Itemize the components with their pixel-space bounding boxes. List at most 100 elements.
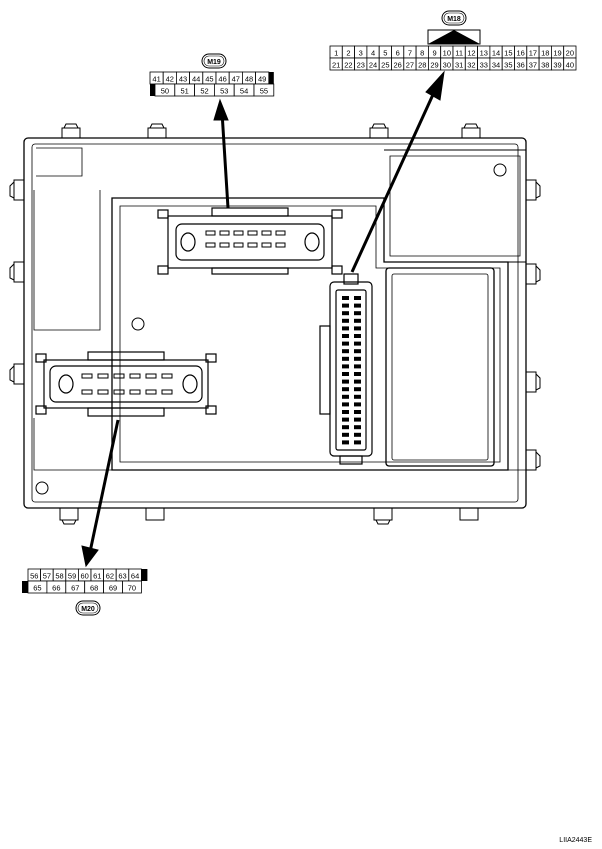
- m20-row1-cell: 58: [52, 568, 67, 582]
- m20-row1-cell: 57: [40, 568, 54, 582]
- pin-number: 36: [516, 60, 524, 69]
- m18-row1-cell: 12: [464, 45, 478, 59]
- m20-cavity: [129, 389, 141, 395]
- m20-cavity: [81, 389, 93, 395]
- m18-row2-cell: 30: [440, 57, 454, 71]
- pin-number: 18: [541, 48, 549, 57]
- pin-number: 26: [393, 60, 401, 69]
- m18-cavity: [354, 341, 361, 346]
- m18-cavity: [354, 303, 361, 308]
- m18-row2-cell: 24: [366, 57, 380, 71]
- pin-number: 55: [260, 86, 268, 95]
- m18-row1-cell: 1: [329, 45, 343, 59]
- m19-label-text: M19: [207, 59, 221, 66]
- m18-row1-cell: 14: [489, 45, 503, 59]
- pin-number: 41: [152, 74, 160, 83]
- m18-row2-cell: 25: [378, 57, 392, 71]
- m18-cavity: [354, 311, 361, 316]
- m19-cavity: [205, 230, 216, 236]
- pin-number: 60: [81, 571, 89, 580]
- pin-number: 25: [381, 60, 389, 69]
- m20-row1-cell: 61: [90, 568, 105, 582]
- m20-cavity: [161, 389, 173, 395]
- m19-row1-cell: 44: [189, 71, 204, 85]
- m18-row1-cell: 8: [415, 45, 429, 59]
- m18-cavity: [354, 296, 361, 300]
- m18-row2-cell: 21: [329, 57, 343, 71]
- pin-number: 5: [383, 48, 387, 57]
- m19-row1-cell: 47: [228, 71, 243, 85]
- m18-cavity: [342, 402, 349, 407]
- m18-cavity: [354, 394, 361, 399]
- m18-cavity: [342, 349, 349, 354]
- m20-row2-cell: 67: [65, 580, 86, 594]
- m19-row1-cell: 41: [149, 71, 164, 85]
- m18-cavity: [354, 326, 361, 331]
- pin-number: 68: [90, 583, 98, 592]
- m20-row1-filler: [141, 569, 148, 581]
- m18-cavity: [342, 379, 349, 384]
- m18-cavity: [342, 356, 349, 361]
- m19-row1-cell: 45: [202, 71, 217, 85]
- m18-cavity: [354, 356, 361, 361]
- m18-arrowhead: [425, 70, 445, 101]
- pin-number: 2: [346, 48, 350, 57]
- m18-cavity: [342, 296, 349, 300]
- m20-cavity: [161, 373, 173, 379]
- m18-cavity: [354, 402, 361, 407]
- m20-row2-cell: 66: [46, 580, 67, 594]
- m18-row1-cell: 11: [452, 45, 466, 59]
- pin-number: 49: [258, 74, 266, 83]
- pin-number: 65: [33, 583, 41, 592]
- m18-row2-cell: 37: [526, 57, 540, 71]
- m18-cavity: [354, 334, 361, 338]
- m19-row2-cell: 54: [233, 83, 255, 97]
- pin-number: 30: [443, 60, 451, 69]
- m20-row1-cell: 63: [115, 568, 130, 582]
- pin-number: 29: [430, 60, 438, 69]
- m18-row1-cell: 18: [538, 45, 552, 59]
- m20-row2-cell: 69: [103, 580, 123, 594]
- pin-number: 17: [529, 48, 537, 57]
- m18-row1-cell: 7: [403, 45, 417, 59]
- m20-row1-cell: 60: [78, 568, 92, 582]
- pin-number: 64: [131, 571, 139, 580]
- m18-cavity: [342, 425, 349, 430]
- pin-number: 45: [205, 74, 213, 83]
- m19-cavity: [275, 242, 286, 248]
- pin-number: 15: [504, 48, 512, 57]
- pin-number: 35: [504, 60, 512, 69]
- m20-row2-cell: 68: [84, 580, 104, 594]
- pin-number: 27: [406, 60, 414, 69]
- pin-number: 32: [467, 60, 475, 69]
- pin-number: 43: [179, 74, 187, 83]
- pin-number: 50: [161, 86, 169, 95]
- pin-number: 23: [357, 60, 365, 69]
- pin-number: 67: [71, 583, 79, 592]
- pin-number: 53: [220, 86, 228, 95]
- m18-row2-cell: 33: [477, 57, 491, 71]
- m20-row1-cell: 64: [128, 568, 142, 582]
- pin-number: 22: [344, 60, 352, 69]
- m20-label-text: M20: [81, 606, 95, 613]
- pin-number: 66: [52, 583, 60, 592]
- pin-number: 46: [218, 74, 226, 83]
- pin-number: 14: [492, 48, 500, 57]
- m20-row1-cell: 62: [103, 568, 117, 582]
- m18-cavity: [354, 440, 361, 445]
- m18-row2-cell: 32: [464, 57, 478, 71]
- m19-row2-cell: 50: [154, 83, 176, 97]
- pin-number: 44: [192, 74, 200, 83]
- m18-row1-cell: 20: [563, 45, 577, 59]
- pin-number: 7: [408, 48, 412, 57]
- m18-row1-cell: 9: [427, 45, 442, 59]
- m19-label: M19: [201, 53, 227, 69]
- m18-row1-cell: 10: [440, 45, 454, 59]
- m19-cavity: [233, 242, 244, 248]
- m18-cavities: [342, 296, 361, 445]
- m19-cavity: [247, 230, 258, 236]
- m20-cavity: [145, 389, 157, 395]
- m18-cavity: [342, 334, 349, 338]
- pin-number: 1: [334, 48, 338, 57]
- pin-number: 54: [240, 86, 248, 95]
